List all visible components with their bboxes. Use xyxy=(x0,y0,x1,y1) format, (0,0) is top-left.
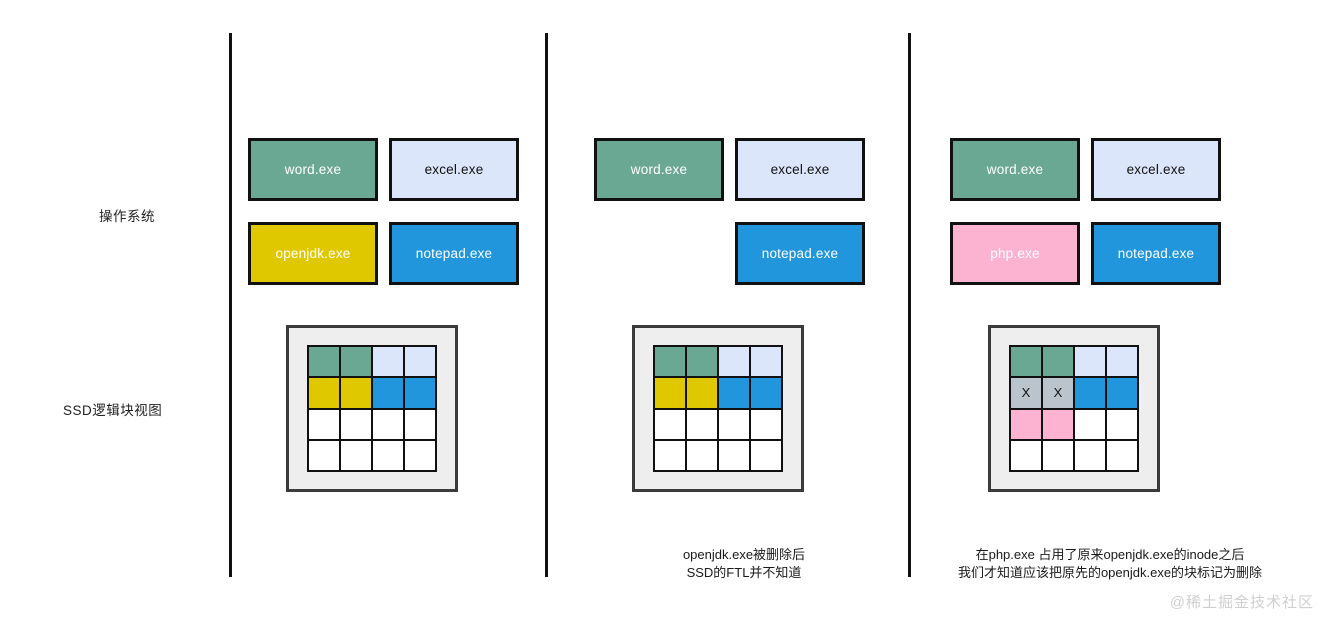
app-box-notepad-exe[interactable]: notepad.exe xyxy=(1091,222,1221,285)
ssd-cell xyxy=(309,440,341,472)
ssd-cell-marked-deleted: X xyxy=(1043,378,1075,410)
app-box-word-exe[interactable]: word.exe xyxy=(950,138,1080,201)
ssd-cell xyxy=(1075,409,1107,441)
ssd-cell xyxy=(1107,440,1139,472)
ssd-cell xyxy=(341,347,373,379)
ssd-cell xyxy=(1075,347,1107,379)
ssd-cell xyxy=(719,347,751,379)
row-label-ssd-logical-blocks: SSD逻辑块视图 xyxy=(63,403,163,418)
ssd-cell xyxy=(687,347,719,379)
app-box-notepad-exe[interactable]: notepad.exe xyxy=(735,222,865,285)
ssd-cell xyxy=(1075,440,1107,472)
app-box-label: excel.exe xyxy=(424,162,484,177)
ssd-cell xyxy=(373,347,405,379)
app-box-label: openjdk.exe xyxy=(275,246,351,261)
app-box-excel-exe[interactable]: excel.exe xyxy=(389,138,519,201)
ssd-cell xyxy=(1075,378,1107,410)
ssd-cell xyxy=(1011,409,1043,441)
watermark: @稀土掘金技术社区 xyxy=(1169,594,1314,611)
app-box-label: word.exe xyxy=(630,162,688,177)
ssd-cell xyxy=(655,378,687,410)
ssd-cell xyxy=(751,378,783,410)
ssd-cell xyxy=(1011,440,1043,472)
app-box-group: word.exe excel.exe openjdk.exe notepad.exe xyxy=(248,138,538,286)
ssd-cell xyxy=(1011,347,1043,379)
stage-column-2: word.exe excel.exe notepad.exe openjdk.exe… xyxy=(594,0,914,618)
app-box-group: word.exe excel.exe php.exe notepad.exe xyxy=(950,138,1240,286)
ssd-cell xyxy=(405,409,437,441)
app-box-excel-exe[interactable]: excel.exe xyxy=(1091,138,1221,201)
ssd-cell xyxy=(341,409,373,441)
ssd-cell xyxy=(655,409,687,441)
ssd-cell xyxy=(719,440,751,472)
app-box-label: excel.exe xyxy=(770,162,830,177)
column-divider-right xyxy=(908,33,911,577)
row-label-operating-system: 操作系统 xyxy=(99,209,155,224)
ssd-cell xyxy=(1107,409,1139,441)
app-box-notepad-exe[interactable]: notepad.exe xyxy=(389,222,519,285)
ssd-cell xyxy=(719,409,751,441)
ssd-block-grid xyxy=(653,345,783,472)
column-divider-left xyxy=(229,33,232,577)
app-box-label: word.exe xyxy=(986,162,1044,177)
ssd-cell xyxy=(1043,409,1075,441)
ssd-block-grid xyxy=(307,345,437,472)
stage-caption: openjdk.exe被删除后 SSD的FTL并不知道 xyxy=(682,547,806,580)
app-box-word-exe[interactable]: word.exe xyxy=(594,138,724,201)
ssd-card xyxy=(632,325,804,492)
ssd-cell xyxy=(341,378,373,410)
ssd-cell xyxy=(405,440,437,472)
app-box-label: word.exe xyxy=(284,162,342,177)
ssd-cell xyxy=(751,440,783,472)
ssd-cell xyxy=(655,347,687,379)
column-divider-middle xyxy=(545,33,548,577)
app-box-label: notepad.exe xyxy=(761,246,839,261)
ssd-card xyxy=(286,325,458,492)
ssd-cell xyxy=(405,347,437,379)
ssd-cell xyxy=(341,440,373,472)
app-box-group: word.exe excel.exe notepad.exe xyxy=(594,138,884,286)
ssd-cell xyxy=(373,409,405,441)
ssd-cell xyxy=(373,440,405,472)
ssd-cell xyxy=(373,378,405,410)
ssd-cell xyxy=(655,440,687,472)
app-box-excel-exe[interactable]: excel.exe xyxy=(735,138,865,201)
ssd-cell xyxy=(751,409,783,441)
app-box-label: php.exe xyxy=(990,246,1040,261)
app-box-label: notepad.exe xyxy=(1117,246,1195,261)
ssd-cell xyxy=(309,409,341,441)
ssd-cell xyxy=(405,378,437,410)
ssd-cell-marked-deleted: X xyxy=(1011,378,1043,410)
ssd-cell xyxy=(1107,347,1139,379)
ssd-cell xyxy=(1043,347,1075,379)
ssd-cell xyxy=(687,409,719,441)
app-box-label: excel.exe xyxy=(1126,162,1186,177)
stage-column-1: word.exe excel.exe openjdk.exe notepad.exe xyxy=(248,0,568,618)
ssd-cell xyxy=(1043,440,1075,472)
ssd-cell xyxy=(309,347,341,379)
ssd-cell xyxy=(751,347,783,379)
ssd-cell xyxy=(687,378,719,410)
stage-caption: 在php.exe 占用了原来openjdk.exe的inode之后 我们才知道应… xyxy=(957,547,1263,580)
app-box-label: notepad.exe xyxy=(415,246,493,261)
app-box-word-exe[interactable]: word.exe xyxy=(248,138,378,201)
app-box-openjdk-exe[interactable]: openjdk.exe xyxy=(248,222,378,285)
app-box-php-exe[interactable]: php.exe xyxy=(950,222,1080,285)
ssd-cell xyxy=(687,440,719,472)
ssd-cell xyxy=(309,378,341,410)
ssd-cell xyxy=(1107,378,1139,410)
ssd-cell xyxy=(719,378,751,410)
